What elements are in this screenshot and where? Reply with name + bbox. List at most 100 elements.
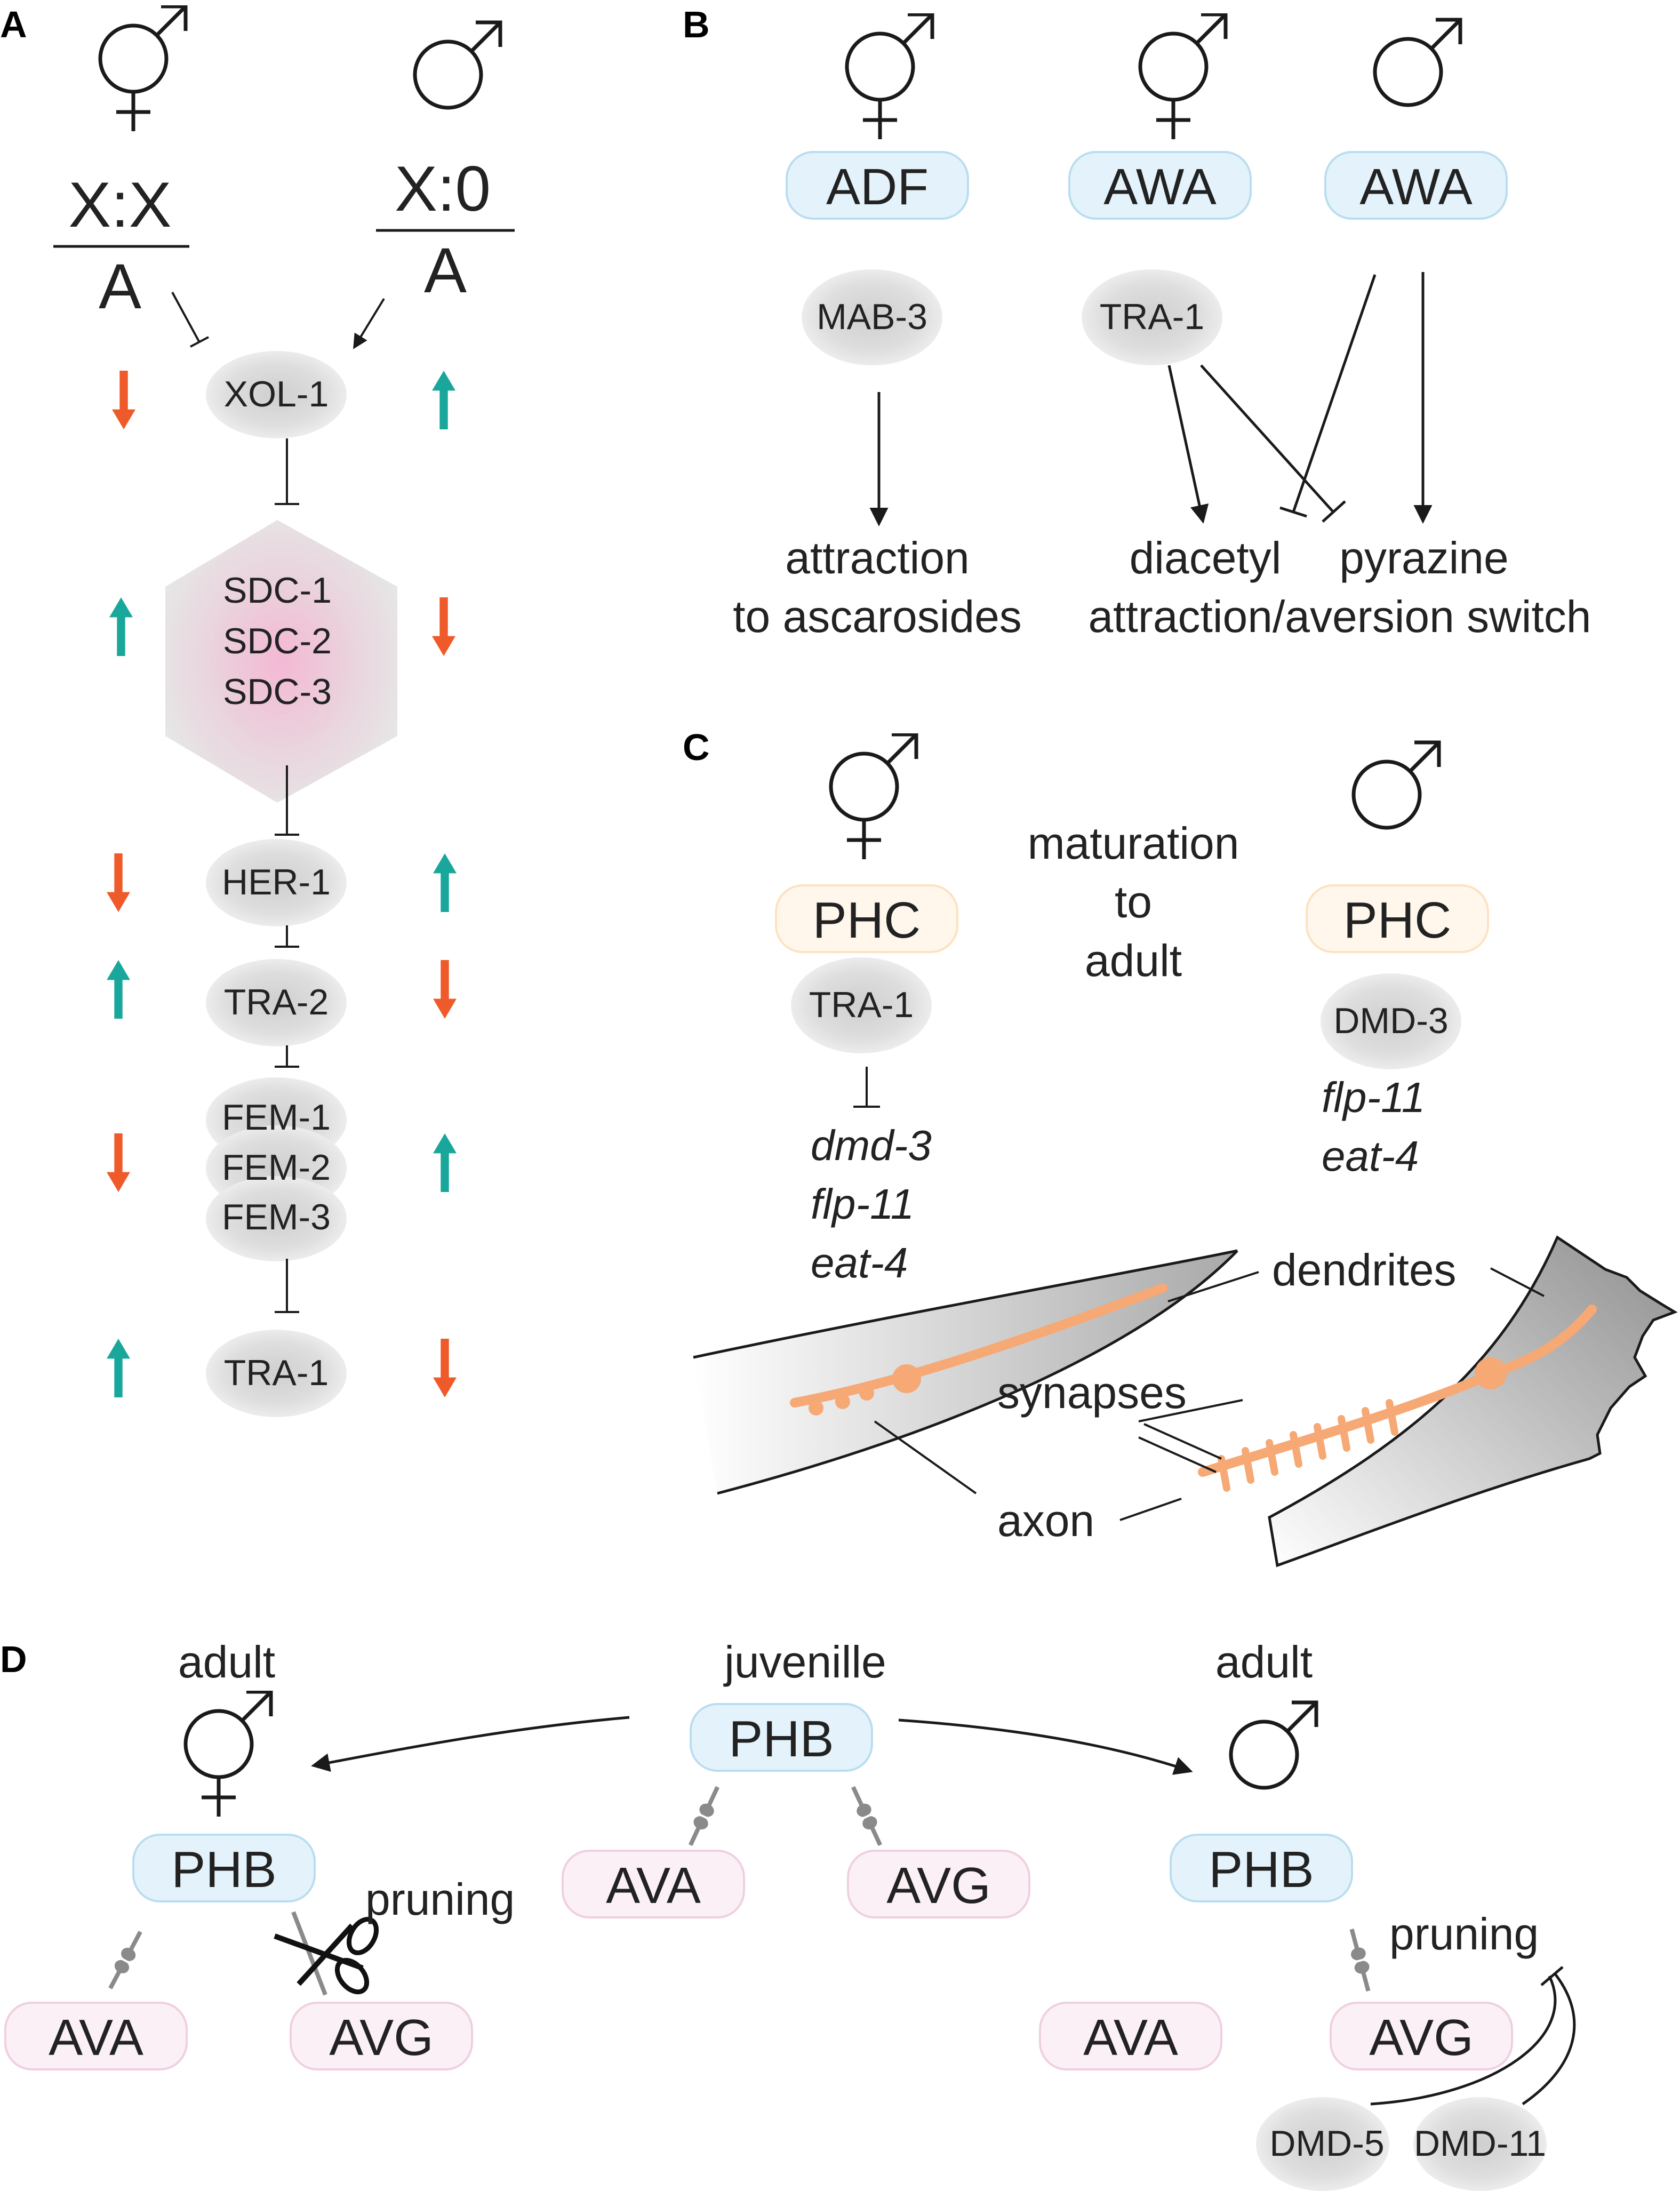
- outcome-attraction-line2: to ascarosides: [733, 591, 1022, 642]
- gene-dmd11-label: DMD-11: [1414, 2123, 1546, 2164]
- phc-process-male: [1198, 1305, 1597, 1477]
- arrow-up-icon: [107, 960, 130, 1019]
- activation-arrow: [353, 298, 385, 349]
- cell-avg-juvenile-label: AVG: [886, 1857, 991, 1914]
- cell-phb-male-label: PHB: [1209, 1841, 1314, 1898]
- gene-sdc1-label: SDC-1: [223, 570, 332, 611]
- arrow-up-icon: [107, 1339, 130, 1397]
- outcome-switch: attraction/aversion switch: [1088, 591, 1591, 642]
- label-axon: axon: [997, 1496, 1094, 1546]
- cell-ava-male-label: AVA: [1083, 2009, 1178, 2066]
- cell-box-awa-herm: [1068, 151, 1252, 220]
- panel-letter-d: D: [0, 1638, 27, 1680]
- inhibit-tra1-pyrazine: [1200, 364, 1334, 513]
- ratio-left-denominator: A: [99, 251, 141, 322]
- male-symbol-icon: [1375, 20, 1460, 105]
- gene-sdc2-label: SDC-2: [223, 621, 332, 661]
- gene-tra1-label: TRA-1: [224, 1353, 329, 1393]
- inhibit-line-dmd11: [1522, 1972, 1576, 2106]
- gene-oval-fem3: [206, 1176, 347, 1261]
- cell-phc-herm-label: PHC: [813, 892, 921, 949]
- label-pruning-male: pruning: [1389, 1909, 1539, 1959]
- phc-process-hermaphrodite: [790, 1283, 1167, 1408]
- ratio-right-numerator: X:0: [395, 153, 491, 225]
- target-eat4-left: eat-4: [811, 1239, 908, 1286]
- gene-mab3-label: MAB-3: [817, 297, 927, 337]
- gene-sdc3-label: SDC-3: [223, 671, 332, 712]
- gene-oval-mab3: [802, 269, 942, 365]
- arrow-up-icon: [433, 1133, 457, 1192]
- cell-box-avg-hermaphrodite: [290, 2002, 473, 2070]
- maturation-line3: adult: [1085, 935, 1182, 986]
- arrow-up-icon: [432, 371, 455, 429]
- gene-oval-dmd11: [1413, 2097, 1547, 2191]
- cell-adf-label: ADF: [826, 158, 929, 215]
- outcome-pyrazine: pyrazine: [1339, 533, 1509, 583]
- gene-xol1-label: XOL-1: [224, 374, 329, 414]
- target-dmd3: dmd-3: [811, 1122, 932, 1169]
- scissors-icon: [274, 1917, 379, 1995]
- gene-dmd5-label: DMD-5: [1269, 2123, 1384, 2164]
- gene-oval-tra1-c: [791, 957, 932, 1053]
- arrow-down-icon: [433, 960, 457, 1019]
- phc-cell-body-male: [1475, 1357, 1507, 1389]
- gene-fem3-label: FEM-3: [222, 1197, 331, 1237]
- synapse-icon: [846, 1784, 887, 1849]
- cell-box-phc-male: [1306, 884, 1489, 953]
- cell-awa-herm-label: AWA: [1103, 158, 1217, 215]
- ratio-left-numerator: X:X: [68, 169, 171, 241]
- cell-box-adf: [786, 151, 969, 220]
- arrow-down-icon: [432, 597, 455, 656]
- arrow-down-icon: [107, 1133, 130, 1192]
- gene-fem2-label: FEM-2: [222, 1147, 331, 1188]
- gene-oval-tra1-b: [1082, 269, 1222, 365]
- gene-oval-dmd3: [1321, 973, 1461, 1069]
- cell-box-phb-juvenile: [690, 1703, 873, 1772]
- arrow-to-male: [898, 1718, 1193, 1775]
- maturation-line2: to: [1115, 877, 1152, 927]
- outcome-diacetyl: diacetyl: [1130, 533, 1282, 583]
- cell-awa-male-label: AWA: [1359, 158, 1473, 215]
- cell-phc-male-label: PHC: [1343, 892, 1452, 949]
- ratio-right-denominator: A: [424, 235, 467, 306]
- arrow-down-icon: [433, 1339, 457, 1397]
- cell-box-ava-male: [1039, 2002, 1222, 2070]
- cell-phb-juvenile-label: PHB: [729, 1710, 834, 1768]
- arrow-tra1-diacetyl: [1167, 365, 1209, 524]
- target-eat4-right: eat-4: [1322, 1132, 1419, 1180]
- male-symbol-icon: [415, 22, 500, 108]
- target-flp11-right: flp-11: [1322, 1074, 1425, 1121]
- outcome-attraction-line1: attraction: [785, 533, 970, 583]
- synapse-icon: [684, 1784, 724, 1849]
- gene-tra1-c-label: TRA-1: [809, 985, 914, 1025]
- arrow-down-icon: [112, 371, 135, 429]
- cell-box-awa-male: [1324, 151, 1508, 220]
- gene-tra2-label: TRA-2: [224, 982, 329, 1022]
- male-symbol-icon: [1354, 742, 1439, 828]
- male-symbol-icon: [1231, 1702, 1316, 1788]
- gene-oval-tra2: [206, 959, 347, 1046]
- cell-avg-hermaphrodite-label: AVG: [329, 2009, 434, 2066]
- label-synapses: synapses: [997, 1368, 1187, 1418]
- arrow-down-icon: [107, 853, 130, 912]
- cell-box-ava-hermaphrodite: [4, 2002, 188, 2070]
- cell-ava-juvenile-label: AVA: [606, 1857, 701, 1914]
- panel-letter-b: B: [683, 4, 710, 45]
- cell-box-phb-male: [1170, 1834, 1353, 1902]
- inhibit-awa-diacetyl: [1292, 274, 1377, 513]
- cell-box-phc-herm: [775, 884, 958, 953]
- inhibit-line-dmd5: [1370, 1975, 1557, 2106]
- sdc-hexagon: [165, 520, 397, 803]
- worm-tail-male: [1268, 1235, 1678, 1568]
- gene-fem1-label: FEM-1: [222, 1097, 331, 1138]
- synapse-icon: [1345, 1927, 1375, 1993]
- arrow-up-icon: [109, 597, 133, 656]
- label-pruning-hermaphrodite: pruning: [365, 1874, 515, 1924]
- cell-box-avg-juvenile: [847, 1850, 1030, 1918]
- arrow-up-icon: [433, 853, 457, 912]
- arrow-to-hermaphrodite: [311, 1716, 630, 1772]
- maturation-line1: maturation: [1028, 818, 1239, 868]
- gene-tra1-b-label: TRA-1: [1100, 297, 1204, 337]
- gene-her1-label: HER-1: [222, 862, 331, 902]
